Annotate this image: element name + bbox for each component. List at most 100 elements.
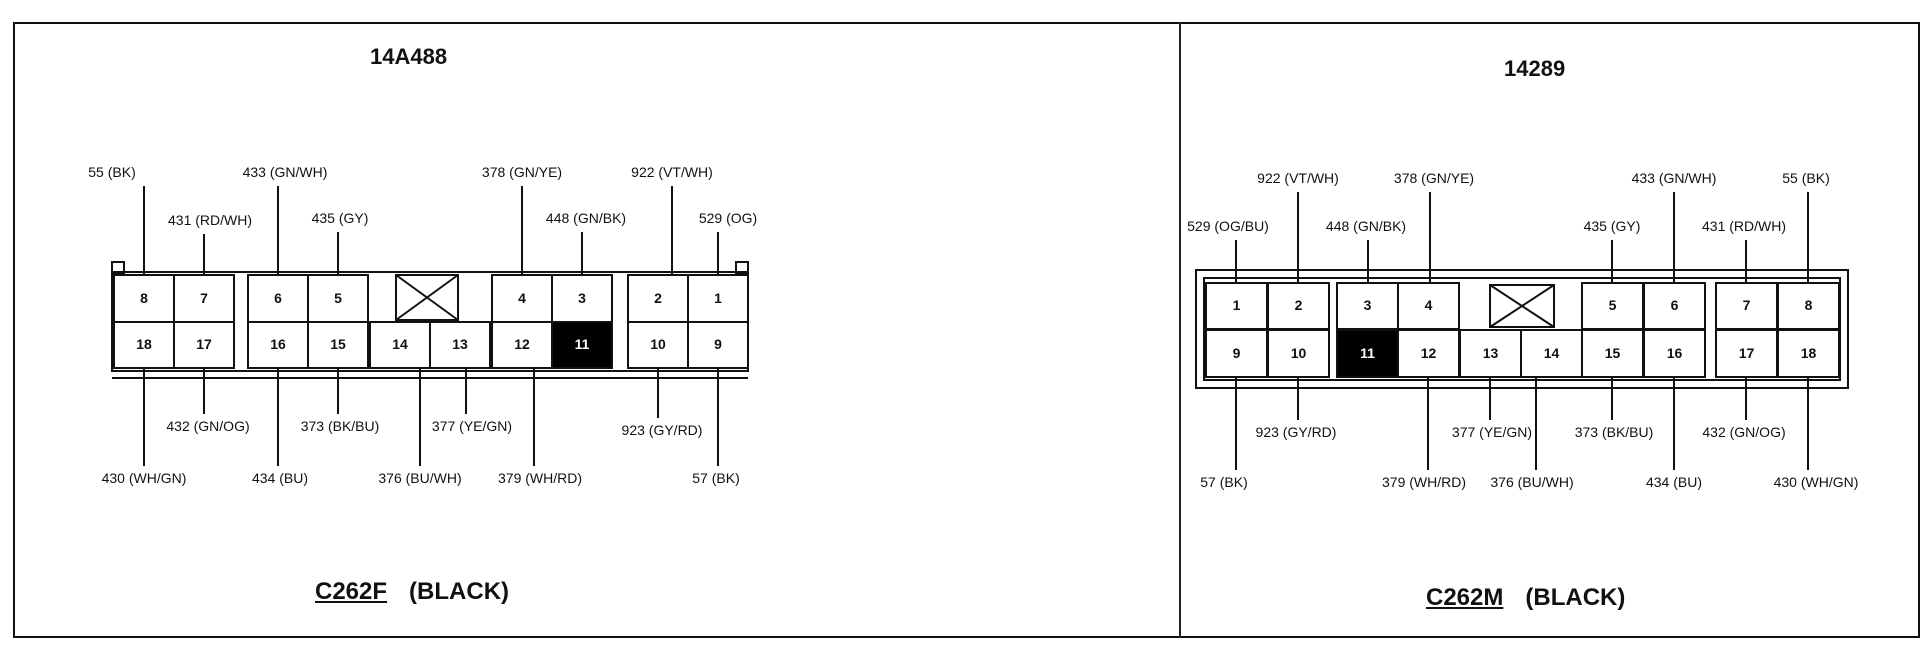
wire-label-pin-1: 529 (OG/BU) xyxy=(1187,218,1269,234)
wire-label-pin-7: 431 (RD/WH) xyxy=(1701,218,1787,234)
pin-number-8: 8 xyxy=(1804,297,1813,313)
wire-label-pin-8: 55 (BK) xyxy=(1782,170,1830,186)
pin-cell-17 xyxy=(1715,329,1778,378)
connector-title-left: C262F (BLACK) xyxy=(315,578,509,606)
part-number-left: 14A488 xyxy=(370,44,448,69)
wire-label-pin-16: 434 (BU) xyxy=(251,470,309,486)
wire-label-pin-13: 377 (YE/GN) xyxy=(1451,424,1533,440)
wire-label-pin-6: 433 (GN/WH) xyxy=(242,164,328,180)
connector-color-right: (BLACK) xyxy=(1525,584,1626,611)
wire-label-pin-17: 432 (GN/OG) xyxy=(166,418,250,434)
pin-number-1: 1 xyxy=(1232,297,1241,313)
connector-color-left: (BLACK) xyxy=(409,578,510,605)
pin-cell-15 xyxy=(307,321,369,369)
diagram-frame xyxy=(13,22,1920,638)
blank-cavity-cross-b xyxy=(1489,284,1555,328)
wire-label-pin-10: 923 (GY/RD) xyxy=(1255,424,1337,440)
pin-number-15: 15 xyxy=(330,336,346,352)
wire-label-pin-8: 55 (BK) xyxy=(88,164,136,180)
pin-cell-13 xyxy=(429,321,491,369)
pin-number-14: 14 xyxy=(392,336,408,352)
pin-cell-9 xyxy=(1205,329,1268,378)
panel-divider xyxy=(1179,22,1181,638)
pin-number-12: 12 xyxy=(1420,344,1437,361)
pin-number-9: 9 xyxy=(714,336,722,352)
wire-label-pin-17: 432 (GN/OG) xyxy=(1702,424,1786,440)
pin-number-18: 18 xyxy=(136,336,152,352)
pin-cell-11 xyxy=(551,321,613,369)
pin-cell-16 xyxy=(1643,329,1706,378)
pin-cell-5 xyxy=(307,274,369,323)
wire-label-pin-18: 430 (WH/GN) xyxy=(1773,474,1859,490)
wire-label-pin-1: 529 (OG) xyxy=(698,210,758,226)
pin-number-13: 13 xyxy=(452,336,468,352)
pin-number-17: 17 xyxy=(1738,344,1755,361)
pin-number-5: 5 xyxy=(334,289,342,306)
wire-label-pin-7: 431 (RD/WH) xyxy=(167,212,253,228)
pin-number-18: 18 xyxy=(1800,344,1817,361)
pin-number-15: 15 xyxy=(1604,344,1621,361)
wire-label-pin-6: 433 (GN/WH) xyxy=(1631,170,1717,186)
connector-title-right: C262M (BLACK) xyxy=(1426,584,1625,612)
pin-number-6: 6 xyxy=(1670,297,1679,313)
pin-cell-15 xyxy=(1581,329,1644,378)
pin-number-4: 4 xyxy=(1424,297,1433,313)
pin-cell-1 xyxy=(687,274,749,323)
wire-label-pin-14: 376 (BU/WH) xyxy=(1490,474,1574,490)
wire-label-pin-9: 57 (BK) xyxy=(1200,474,1248,490)
pin-number-11: 11 xyxy=(574,336,590,352)
wire-label-pin-5: 435 (GY) xyxy=(1583,218,1641,234)
wire-label-pin-9: 57 (BK) xyxy=(692,470,740,486)
pin-number-14: 14 xyxy=(1543,344,1560,361)
blank-cavity-cross-b xyxy=(395,274,459,321)
wire-label-pin-12: 379 (WH/RD) xyxy=(1381,474,1467,490)
pin-number-16: 16 xyxy=(1666,344,1683,361)
pin-number-17: 17 xyxy=(196,336,212,352)
wire-label-pin-2: 922 (VT/WH) xyxy=(1257,170,1339,186)
part-number-right: 14289 xyxy=(1504,56,1566,81)
pin-number-12: 12 xyxy=(514,336,530,352)
wire-label-pin-3: 448 (GN/BK) xyxy=(545,210,627,226)
wire-label-pin-13: 377 (YE/GN) xyxy=(431,418,513,434)
wire-label-pin-5: 435 (GY) xyxy=(311,210,369,226)
wire-label-pin-4: 378 (GN/YE) xyxy=(1393,170,1475,186)
wire-label-pin-14: 376 (BU/WH) xyxy=(378,470,462,486)
pin-number-5: 5 xyxy=(1608,297,1617,313)
connector-body xyxy=(1195,269,1849,389)
pin-number-10: 10 xyxy=(1290,344,1307,361)
pin-cell-2 xyxy=(627,274,689,323)
pin-cell-12 xyxy=(1397,329,1460,378)
pin-number-10: 10 xyxy=(650,336,666,352)
pin-number-8: 8 xyxy=(140,289,148,306)
wire-label-pin-2: 922 (VT/WH) xyxy=(631,164,713,180)
wire-label-pin-18: 430 (WH/GN) xyxy=(101,470,187,486)
wire-label-pin-12: 379 (WH/RD) xyxy=(497,470,583,486)
connector-id-right: C262M xyxy=(1426,584,1504,611)
pin-cell-17 xyxy=(173,321,235,369)
pin-number-6: 6 xyxy=(274,289,282,306)
wire-label-pin-3: 448 (GN/BK) xyxy=(1325,218,1407,234)
pin-number-7: 7 xyxy=(1742,297,1751,313)
pin-number-4: 4 xyxy=(518,289,526,306)
wire-label-pin-4: 378 (GN/YE) xyxy=(481,164,563,180)
connector-id-left: C262F xyxy=(315,578,388,605)
wire-label-pin-16: 434 (BU) xyxy=(1645,474,1703,490)
pin-cell-18 xyxy=(113,321,175,369)
pin-cell-3 xyxy=(1336,282,1399,330)
wire-label-pin-15: 373 (BK/BU) xyxy=(1574,424,1654,440)
pin-cell-14 xyxy=(1520,329,1583,378)
pin-number-13: 13 xyxy=(1482,344,1499,361)
pin-number-2: 2 xyxy=(1294,297,1303,313)
pin-cell-6 xyxy=(1643,282,1706,330)
pin-number-9: 9 xyxy=(1232,344,1241,361)
pin-cell-10 xyxy=(1267,329,1330,378)
wire-label-pin-15: 373 (BK/BU) xyxy=(300,418,380,434)
pin-number-3: 3 xyxy=(578,289,586,306)
pin-cell-3 xyxy=(551,274,613,323)
pin-number-3: 3 xyxy=(1363,297,1372,313)
pin-number-7: 7 xyxy=(200,289,208,306)
pin-cell-14 xyxy=(369,321,431,369)
pin-cell-11 xyxy=(1336,329,1399,378)
